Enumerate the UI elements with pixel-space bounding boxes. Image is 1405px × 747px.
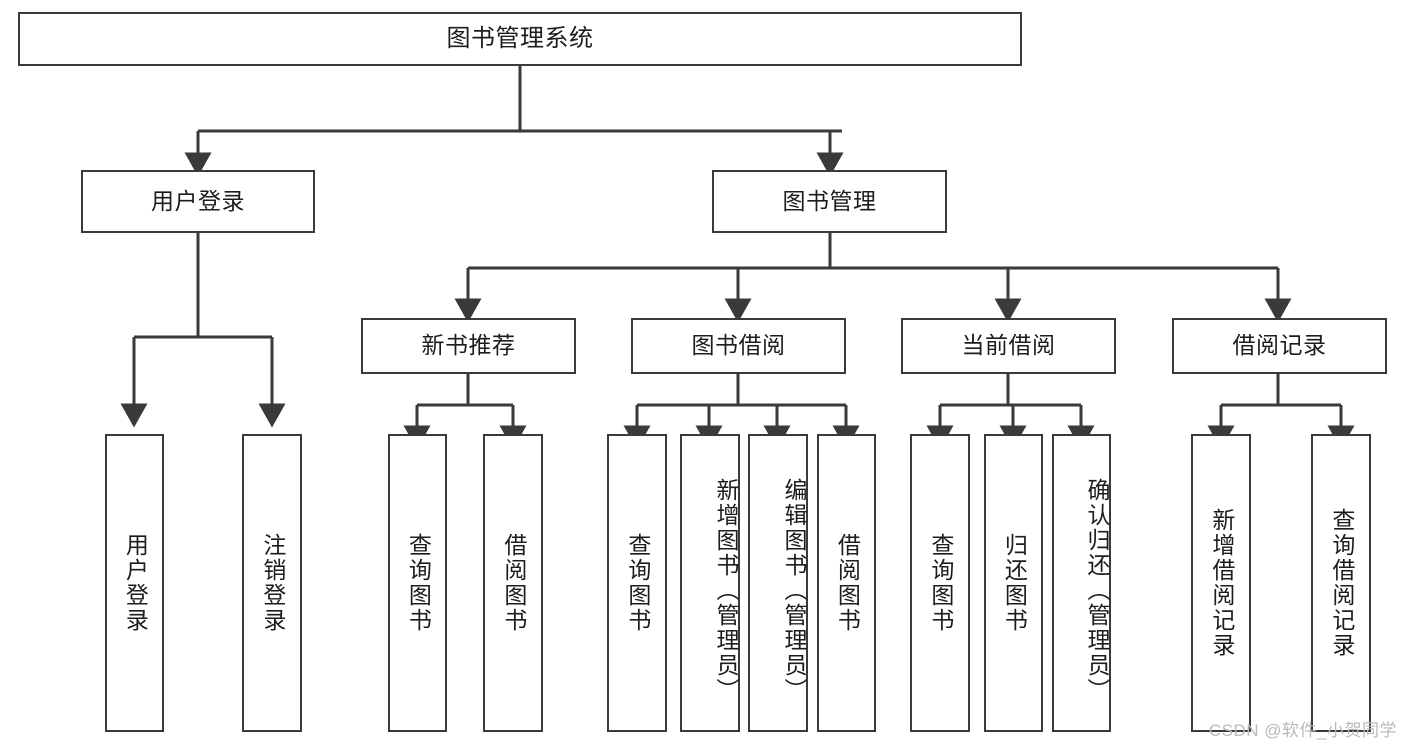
- node-book-management[interactable]: 图书管理: [712, 170, 947, 233]
- node-new-book-recommend[interactable]: 新书推荐: [361, 318, 576, 374]
- node-current-borrow[interactable]: 当前借阅: [901, 318, 1116, 374]
- leaf-records-add-record[interactable]: 新增借阅记录: [1191, 434, 1251, 732]
- node-user-login[interactable]: 用户登录: [81, 170, 315, 233]
- node-root-system[interactable]: 图书管理系统: [18, 12, 1022, 66]
- node-borrow-records[interactable]: 借阅记录: [1172, 318, 1387, 374]
- leaf-newbook-borrow-book[interactable]: 借阅图书: [483, 434, 543, 732]
- leaf-borrow-lend-book[interactable]: 借阅图书: [817, 434, 876, 732]
- leaf-borrow-edit-book-admin[interactable]: 编辑图书（管理员）: [748, 434, 808, 732]
- leaf-current-confirm-return-admin[interactable]: 确认归还（管理员）: [1052, 434, 1111, 732]
- node-book-borrow[interactable]: 图书借阅: [631, 318, 846, 374]
- leaf-borrow-query-book[interactable]: 查询图书: [607, 434, 667, 732]
- leaf-records-query-record[interactable]: 查询借阅记录: [1311, 434, 1371, 732]
- leaf-user-login[interactable]: 用户登录: [105, 434, 164, 732]
- leaf-current-query-book[interactable]: 查询图书: [910, 434, 970, 732]
- leaf-user-logout[interactable]: 注销登录: [242, 434, 302, 732]
- leaf-borrow-add-book-admin[interactable]: 新增图书（管理员）: [680, 434, 740, 732]
- leaf-newbook-query-book[interactable]: 查询图书: [388, 434, 447, 732]
- leaf-current-return-book[interactable]: 归还图书: [984, 434, 1043, 732]
